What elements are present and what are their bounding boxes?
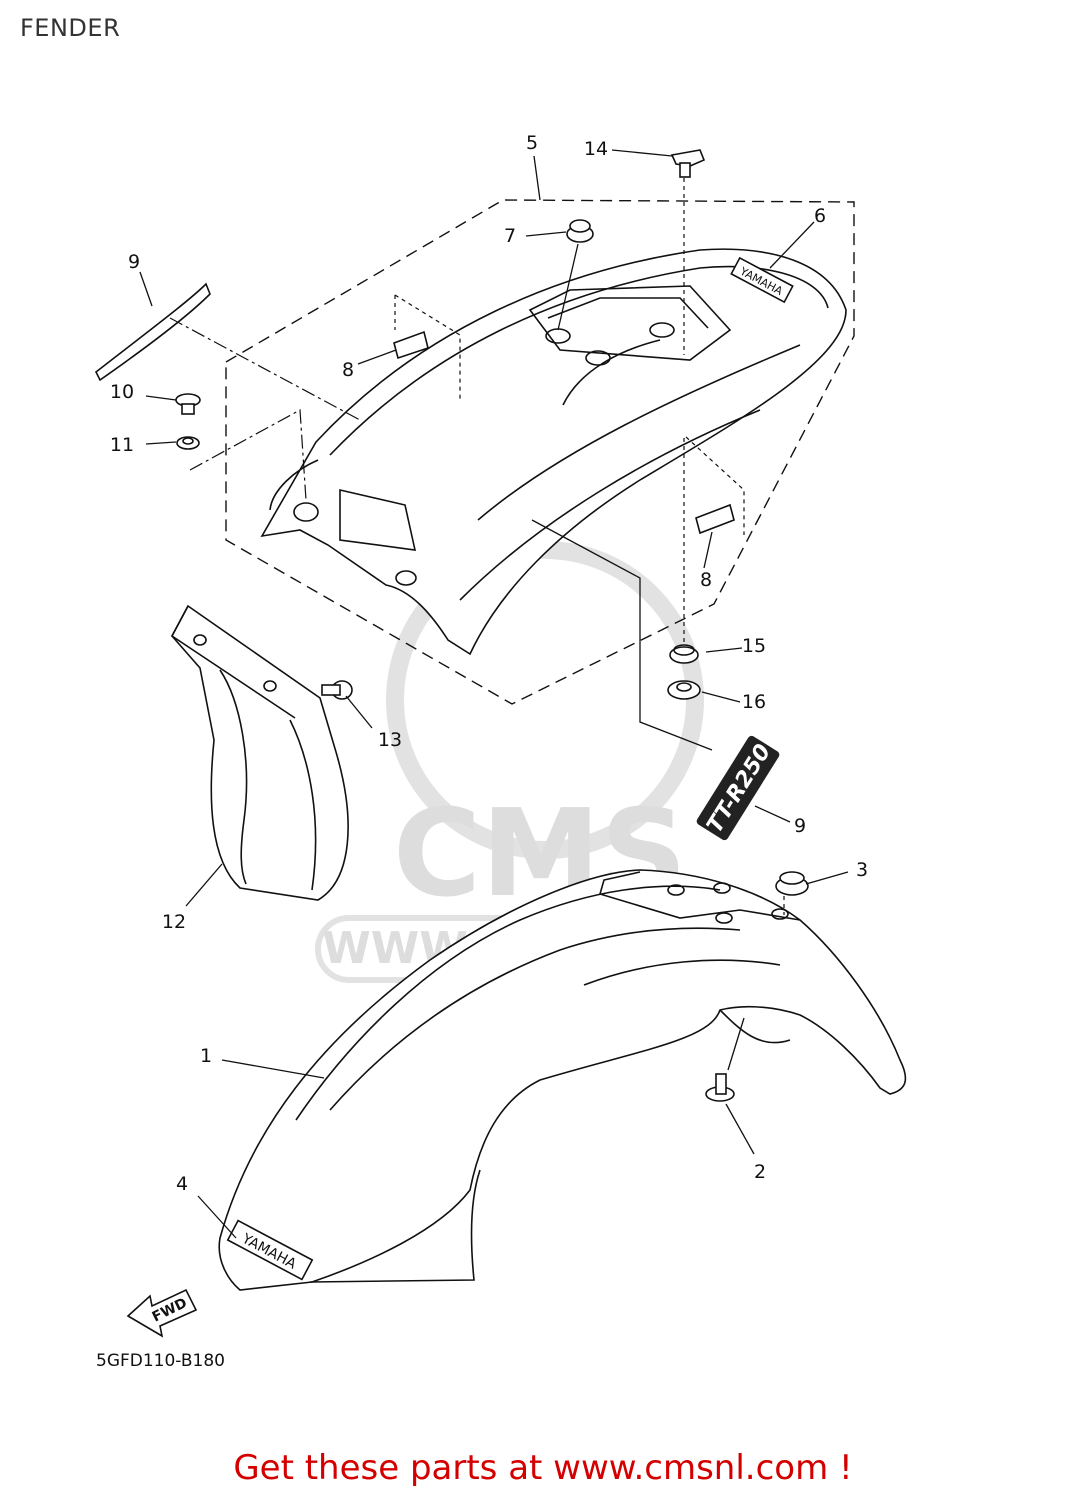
grommet-7 bbox=[566, 219, 594, 243]
callout-5: 5 bbox=[526, 132, 538, 154]
diagram-code: 5GFD110-B180 bbox=[96, 1351, 225, 1371]
strip-9 bbox=[94, 282, 211, 382]
callout-numbers: 5 14 7 6 9 8 10 11 8 15 16 13 9 3 12 1 2… bbox=[110, 132, 868, 1195]
callout-8-upper: 8 bbox=[342, 359, 354, 381]
collar-11 bbox=[176, 436, 200, 450]
pad-8-upper bbox=[393, 330, 429, 360]
nut-13 bbox=[669, 644, 699, 664]
bolt-2 bbox=[705, 1073, 735, 1102]
callout-12: 14 bbox=[584, 138, 608, 160]
bolt-10 bbox=[175, 393, 201, 415]
callout-4: 4 bbox=[176, 1173, 188, 1195]
model-decal-9: TT-R250 bbox=[696, 735, 780, 841]
callout-13: 15 bbox=[742, 635, 766, 657]
callout-6: 6 bbox=[814, 205, 826, 227]
callout-15: 12 bbox=[162, 911, 186, 933]
callout-10: 10 bbox=[110, 381, 134, 403]
rear-fender: YAMAHA bbox=[260, 248, 847, 656]
callout-7: 7 bbox=[504, 225, 516, 247]
callout-14: 16 bbox=[742, 691, 766, 713]
leader-lines bbox=[139, 149, 849, 1239]
callout-2: 2 bbox=[754, 1161, 766, 1183]
forward-arrow: FWD bbox=[126, 1288, 198, 1338]
callout-9-bottom: 9 bbox=[794, 815, 806, 837]
bolt-12 bbox=[670, 149, 706, 178]
callout-3: 3 bbox=[856, 859, 868, 881]
nut-14 bbox=[667, 680, 701, 700]
mud-flap-15 bbox=[170, 604, 349, 901]
callout-8-lower: 8 bbox=[700, 569, 712, 591]
bolt-16 bbox=[321, 680, 353, 700]
callout-1: 1 bbox=[200, 1045, 212, 1067]
footer-link-text[interactable]: Get these parts at www.cmsnl.com ! bbox=[233, 1448, 853, 1488]
rear-fender-assembly-boundary bbox=[225, 199, 855, 705]
front-fender: YAMAHA bbox=[218, 869, 907, 1291]
callout-11: 11 bbox=[110, 434, 134, 456]
callout-9-top: 9 bbox=[128, 251, 140, 273]
pad-8-lower bbox=[695, 503, 735, 535]
page-title: FENDER bbox=[20, 14, 121, 42]
callout-16: 13 bbox=[378, 729, 402, 751]
grommet-3 bbox=[775, 871, 809, 896]
